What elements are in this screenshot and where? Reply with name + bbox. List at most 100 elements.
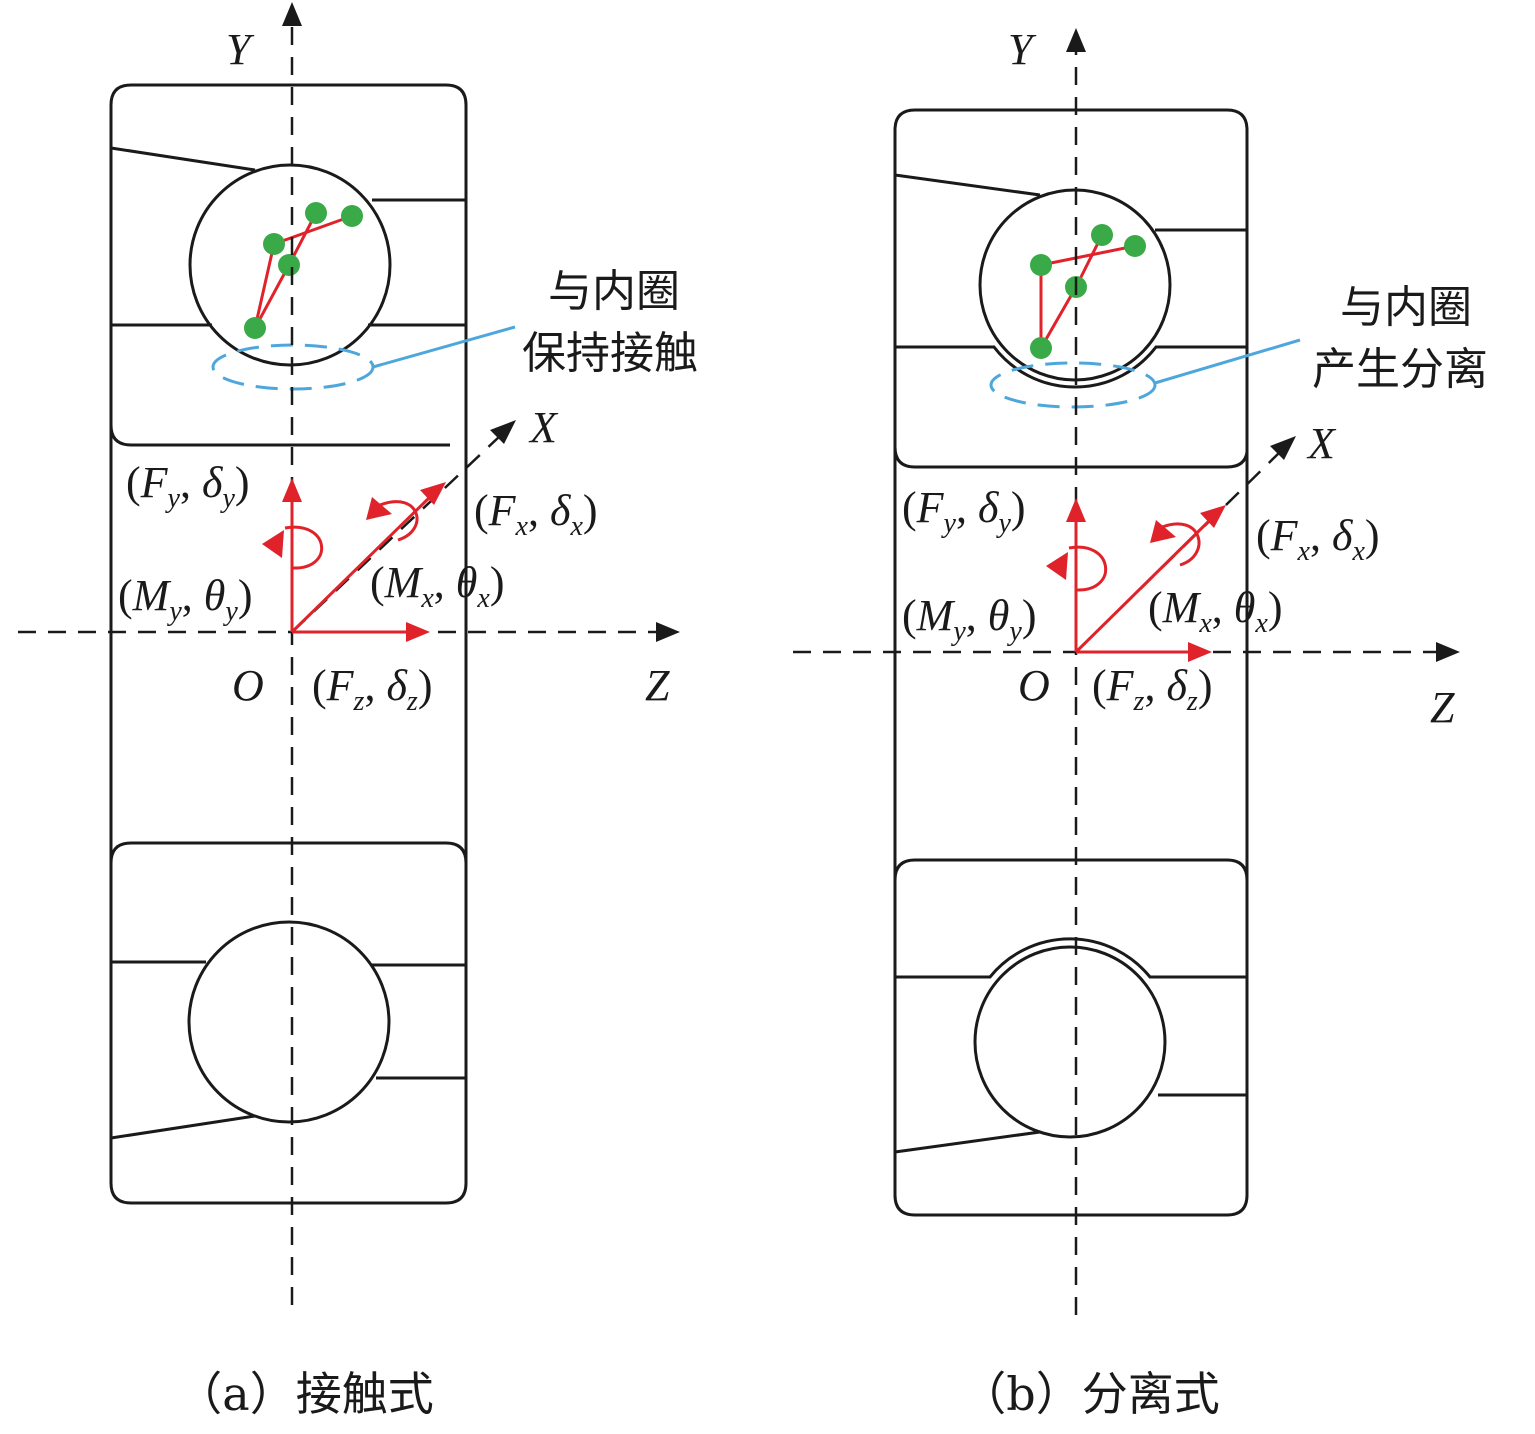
- z-axis-arrow-icon: [1436, 642, 1460, 662]
- my-theta-y-label: (My, θy): [902, 591, 1036, 647]
- my-moment-arrow-icon: [1046, 552, 1068, 580]
- caption-b: （b）分离式: [960, 1367, 1219, 1421]
- separation-callout: 与内圈 产生分离: [989, 282, 1488, 409]
- symbol-2: θ: [1234, 583, 1256, 632]
- fx-arrow-icon: [1200, 505, 1226, 528]
- separator: ,: [1310, 511, 1332, 560]
- close-paren: ): [1198, 661, 1213, 710]
- mx-moment-arc: [1161, 522, 1201, 567]
- symbol-1: F: [916, 483, 945, 532]
- close-paren: ): [418, 661, 433, 710]
- mx-theta-x-label: (Mx, θx): [370, 558, 504, 614]
- separator: ,: [966, 591, 988, 640]
- symbol-1: F: [488, 486, 517, 535]
- contact-callout: 与内圈 保持接触: [211, 266, 698, 391]
- open-paren: (: [126, 458, 141, 507]
- symbol-2: δ: [978, 483, 1000, 532]
- subscript-1: y: [941, 508, 957, 539]
- contact-points: [1030, 224, 1146, 359]
- fx-delta-x-label: (Fx, δx): [1256, 511, 1380, 567]
- subscript-2: x: [1351, 536, 1365, 567]
- panel-b-separation: 与内圈 产生分离 Y X Z O (Fy,: [793, 25, 1488, 1421]
- subscript-2: y: [222, 596, 238, 627]
- symbol-2: θ: [456, 558, 478, 607]
- close-paren: ): [1011, 483, 1026, 532]
- y-axis-arrow-icon: [1066, 28, 1086, 52]
- z-axis-label: Z: [645, 661, 670, 710]
- bearing-outline: [109, 83, 468, 1205]
- open-paren: (: [1092, 661, 1107, 710]
- separator: ,: [956, 483, 978, 532]
- subscript-2: x: [476, 583, 490, 614]
- separator: ,: [434, 558, 456, 607]
- callout-line-1: 与内圈: [548, 266, 680, 317]
- subscript-2: y: [1006, 616, 1022, 647]
- separator: ,: [528, 486, 550, 535]
- mx-moment-arrow-icon: [366, 497, 392, 520]
- lower-ball: [187, 920, 391, 1124]
- close-paren: ): [583, 486, 598, 535]
- force-arrows: [1046, 498, 1226, 662]
- my-theta-y-label: (My, θy): [118, 571, 252, 627]
- open-paren: (: [118, 571, 133, 620]
- lower-ball: [973, 945, 1167, 1139]
- open-paren: (: [902, 483, 917, 532]
- subscript-2: x: [1254, 608, 1268, 639]
- z-axis-arrow-icon: [656, 622, 680, 642]
- symbol-1: M: [1162, 583, 1202, 632]
- subscript-1: x: [1198, 608, 1212, 639]
- x-axis-arrow-icon: [1270, 436, 1296, 460]
- subscript-1: y: [166, 596, 182, 627]
- subscript-2: y: [995, 508, 1011, 539]
- open-paren: (: [902, 591, 917, 640]
- fy-arrow-icon: [1066, 498, 1086, 522]
- open-paren: (: [370, 558, 385, 607]
- axes: [18, 2, 680, 1305]
- force-arrows: [262, 478, 446, 642]
- mx-theta-x-label: (Mx, θx): [1148, 583, 1282, 639]
- symbol-1: F: [326, 661, 355, 710]
- symbol-1: M: [384, 558, 424, 607]
- open-paren: (: [312, 661, 327, 710]
- separator: ,: [1212, 583, 1234, 632]
- outer-ring-groove: [895, 937, 1247, 979]
- upper-ball: [188, 163, 392, 367]
- fx-arrow-icon: [420, 482, 446, 505]
- mx-moment-arrow-icon: [1150, 520, 1176, 543]
- labels: Y X Z O (Fy, δy) (My, θy) (Fx, δx) (Mx, …: [902, 25, 1455, 1421]
- close-paren: ): [1365, 511, 1380, 560]
- mx-moment-arc: [379, 500, 419, 542]
- subscript-1: x: [515, 511, 529, 542]
- separator: ,: [1144, 661, 1166, 710]
- open-paren: (: [1148, 583, 1163, 632]
- symbol-1: F: [140, 458, 169, 507]
- symbol-1: M: [916, 591, 956, 640]
- fz-arrow-icon: [1188, 642, 1212, 662]
- fz-delta-z-label: (Fz, δz): [312, 661, 432, 717]
- fy-delta-y-label: (Fy, δy): [126, 458, 250, 514]
- open-paren: (: [474, 486, 489, 535]
- symbol-1: F: [1106, 661, 1135, 710]
- callout-line-2: 产生分离: [1312, 344, 1488, 395]
- bearing-outline: [893, 108, 1249, 1217]
- subscript-2: z: [1186, 686, 1198, 717]
- y-axis-arrow-icon: [282, 2, 302, 26]
- symbol-1: M: [132, 571, 172, 620]
- my-moment-arc: [1068, 545, 1107, 592]
- panel-a-contact: 与内圈 保持接触 Y X Z O (Fy,: [18, 2, 698, 1421]
- close-paren: ): [235, 458, 250, 507]
- caption-a: （a）接触式: [176, 1367, 433, 1421]
- symbol-2: δ: [550, 486, 572, 535]
- separator: ,: [180, 458, 202, 507]
- separator: ,: [364, 661, 386, 710]
- callout-line-2: 保持接触: [522, 328, 698, 379]
- y-axis-label: Y: [226, 25, 255, 74]
- symbol-2: δ: [386, 661, 408, 710]
- my-moment-arrow-icon: [262, 530, 284, 558]
- y-axis-label: Y: [1008, 25, 1037, 74]
- symbol-1: F: [1270, 511, 1299, 560]
- x-axis-arrow-icon: [490, 420, 516, 444]
- subscript-1: y: [165, 483, 181, 514]
- subscript-2: y: [219, 483, 235, 514]
- inner-ring-groove: [895, 345, 1247, 389]
